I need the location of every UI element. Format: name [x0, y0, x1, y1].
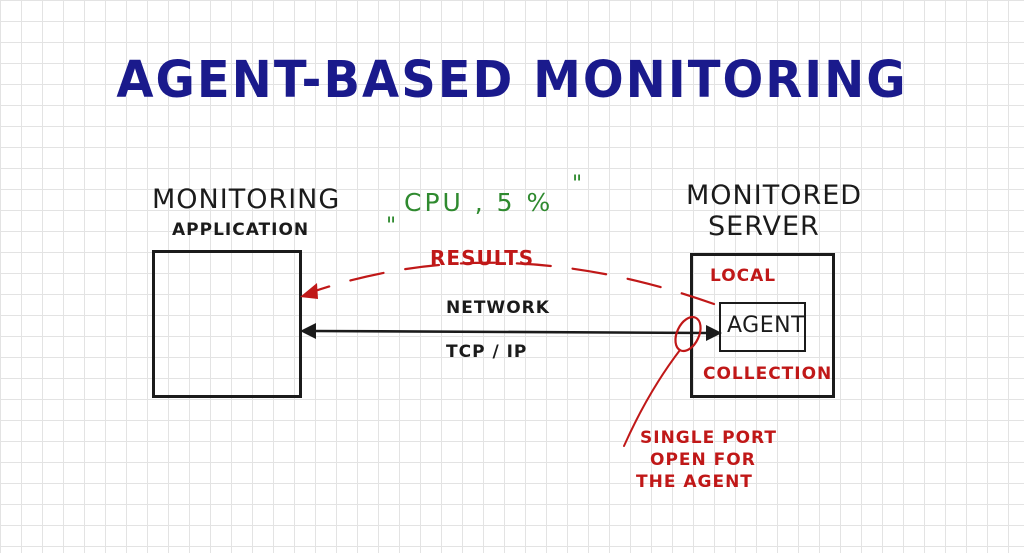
port-note-line2: OPEN FOR	[650, 450, 756, 470]
results-dashed-arrow	[310, 261, 716, 306]
agent-box	[719, 302, 806, 352]
port-note-line3: THE AGENT	[636, 472, 753, 492]
collection-label: COLLECTION	[703, 364, 833, 384]
diagram-title: AGENT-BASED MONITORING	[116, 50, 908, 110]
results-label: RESULTS	[430, 246, 535, 270]
monitored-server-box	[690, 253, 835, 398]
quote-open-mark: "	[386, 214, 398, 239]
monitoring-application-box	[152, 250, 302, 398]
monitoring-application-label-line2: APPLICATION	[172, 220, 310, 240]
network-connection-line	[310, 329, 712, 335]
monitored-server-label-line2: SERVER	[708, 211, 820, 242]
quote-close-mark: "	[572, 172, 584, 197]
example-result-value: CPU , 5 %	[404, 188, 554, 217]
results-arrowhead	[300, 283, 318, 299]
monitored-server-label-line1: MONITORED	[686, 180, 863, 211]
network-arrowhead-right	[706, 325, 722, 341]
port-note-line1: SINGLE PORT	[640, 428, 777, 448]
agent-label: AGENT	[727, 313, 806, 338]
local-label: LOCAL	[710, 266, 777, 286]
network-arrowhead-left	[300, 323, 316, 339]
network-label: NETWORK	[446, 298, 550, 318]
monitoring-application-label-line1: MONITORING	[152, 184, 341, 215]
protocol-label: TCP / IP	[446, 342, 528, 362]
port-pointer-line	[623, 349, 681, 447]
